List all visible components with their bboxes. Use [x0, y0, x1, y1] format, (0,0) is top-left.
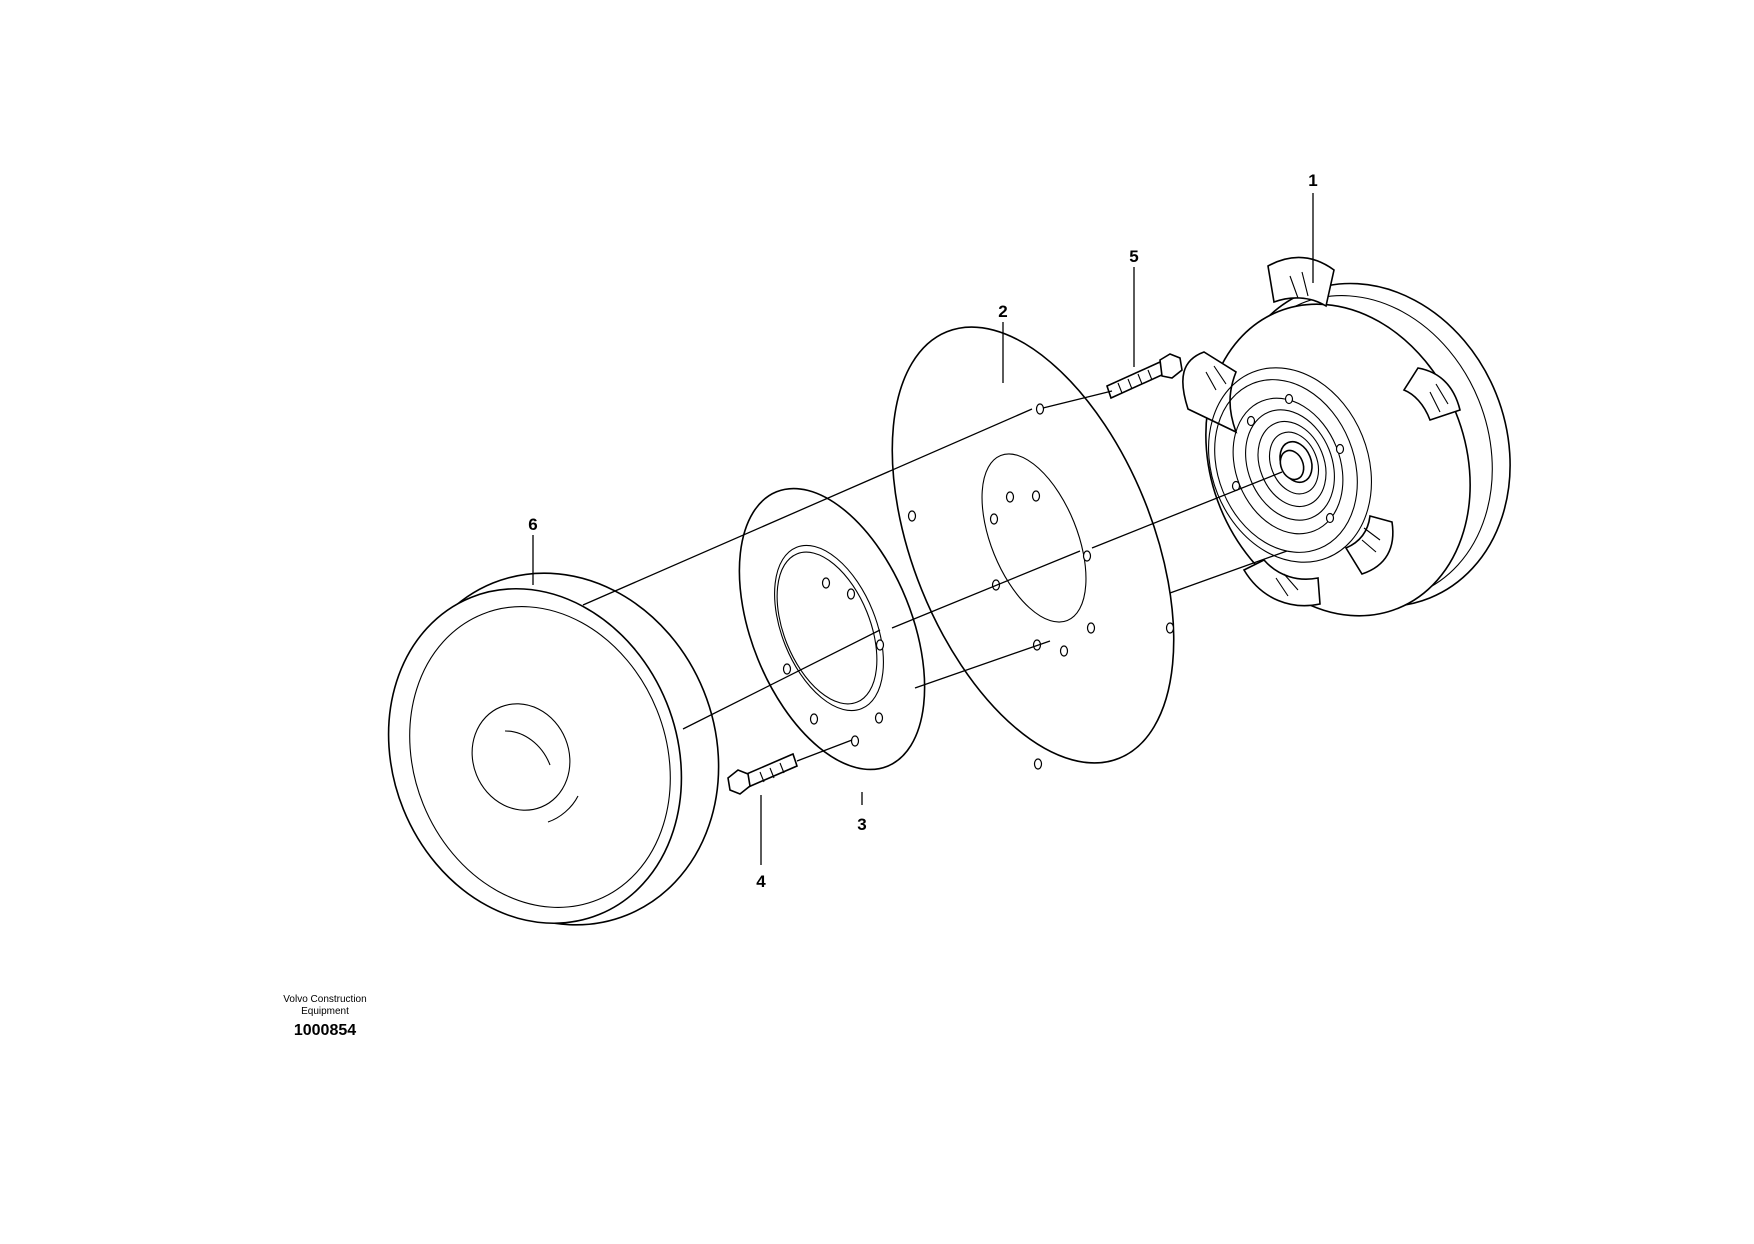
- callout-labels: 1 2 3 4 5 6: [528, 171, 1317, 891]
- reference-number: 1000854: [293, 1022, 357, 1039]
- callout-3: 3: [857, 815, 866, 834]
- part-1-torque-converter: [1182, 256, 1511, 617]
- maker-line-2: Equipment: [301, 1006, 349, 1017]
- callout-1: 1: [1308, 171, 1317, 190]
- callout-6: 6: [528, 515, 537, 534]
- part-6-flywheel: [387, 572, 720, 926]
- assembly-lines: [582, 390, 1288, 762]
- diagram-caption: Volvo Construction Equipment 1000854: [250, 994, 400, 1040]
- part-3-adapter-ring: [738, 487, 926, 771]
- maker-line-1: Volvo Construction: [283, 994, 367, 1005]
- callout-4: 4: [756, 872, 766, 891]
- callout-2: 2: [998, 302, 1007, 321]
- callout-5: 5: [1129, 247, 1138, 266]
- part-2-flex-plate: [891, 326, 1175, 770]
- leader-lines: [532, 193, 1314, 865]
- part-4-bolt: [727, 752, 798, 795]
- part-5-bolt: [1106, 353, 1183, 400]
